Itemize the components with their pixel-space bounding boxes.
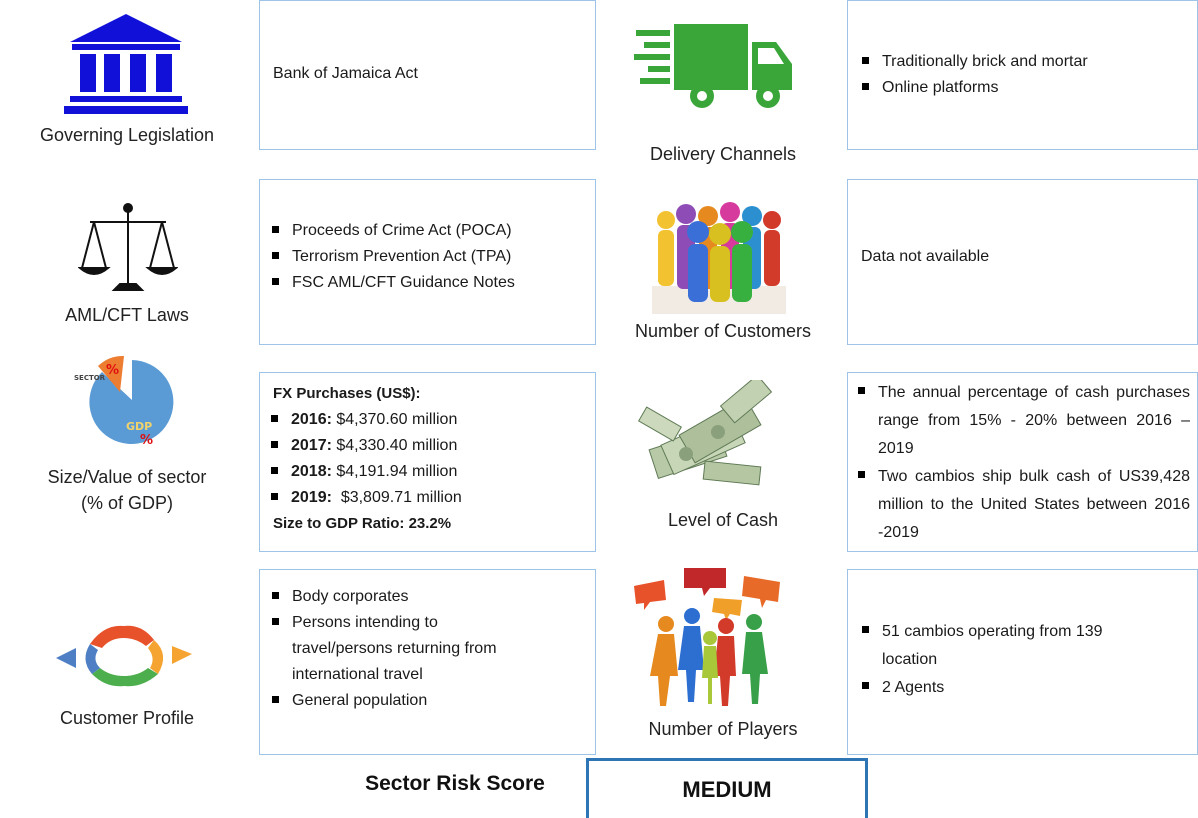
size-gdp-ratio: Size to GDP Ratio: 23.2% (273, 515, 452, 532)
customer-profile-box: Body corporates Persons intending to tra… (259, 569, 596, 755)
aml-cft-list: Proceeds of Crime Act (POCA) Terrorism P… (268, 218, 515, 296)
size-value-box: FX Purchases (US$): 2016: $4,370.60 mill… (259, 372, 596, 552)
list-item: Online platforms (858, 75, 1088, 101)
cash-money-icon (634, 374, 788, 492)
pie-gdp-pct: % (140, 433, 153, 448)
number-of-players-box: 51 cambios operating from 139 location 2… (847, 569, 1198, 755)
delivery-truck-icon (634, 20, 794, 110)
fx-row: 2019: $3,809.71 million (267, 485, 462, 511)
aml-cft-laws-label: AML/CFT Laws (65, 305, 189, 325)
sector-risk-score-value: MEDIUM (682, 777, 772, 802)
number-of-players-label: Number of Players (648, 719, 798, 739)
number-of-customers-text: Data not available (861, 248, 990, 265)
list-item: 2 Agents (858, 674, 1138, 702)
delivery-channels-label: Delivery Channels (649, 144, 797, 164)
sector-risk-score-box: MEDIUM (586, 758, 868, 818)
list-item: 51 cambios operating from 139 location (858, 618, 1138, 674)
customer-profile-list: Body corporates Persons intending to tra… (268, 584, 568, 714)
list-item: Proceeds of Crime Act (POCA) (268, 218, 515, 244)
list-item: FSC AML/CFT Guidance Notes (268, 270, 515, 296)
governing-legislation-box: Bank of Jamaica Act (259, 0, 596, 150)
size-value-label-line2: (% of GDP) (80, 493, 173, 513)
fx-row: 2018: $4,191.94 million (267, 459, 462, 485)
fx-row: 2016: $4,370.60 million (267, 407, 462, 433)
cycle-arrows-icon (50, 618, 198, 692)
size-value-label-line1: Size/Value of sector (47, 467, 207, 487)
number-of-players-list: 51 cambios operating from 139 location 2… (858, 618, 1138, 702)
level-of-cash-label: Level of Cash (667, 510, 779, 530)
level-of-cash-list: The annual percentage of cash purchases … (854, 379, 1190, 547)
size-value-label: Size/Value of sector (% of GDP) (0, 464, 254, 516)
list-item: Two cambios ship bulk cash of US39,428 m… (854, 463, 1190, 547)
list-item: Body corporates (268, 584, 568, 610)
list-item: Traditionally brick and mortar (858, 49, 1088, 75)
level-of-cash-box: The annual percentage of cash purchases … (847, 372, 1198, 552)
pie-chart-icon: SECTOR % GDP % (74, 352, 186, 456)
pie-sector-text: SECTOR (74, 374, 106, 382)
people-talking-icon (630, 566, 790, 708)
pie-sector-pct: % (106, 363, 119, 378)
list-item: Terrorism Prevention Act (TPA) (268, 244, 515, 270)
people-crowd-icon (652, 196, 786, 314)
aml-cft-box: Proceeds of Crime Act (POCA) Terrorism P… (259, 179, 596, 345)
number-of-customers-box: Data not available (847, 179, 1198, 345)
customer-profile-label: Customer Profile (59, 708, 195, 728)
governing-legislation-label: Governing Legislation (39, 125, 215, 145)
list-item: General population (268, 688, 568, 714)
delivery-channels-list: Traditionally brick and mortar Online pl… (858, 49, 1088, 101)
scales-of-justice-icon (77, 200, 179, 296)
list-item: Persons intending to travel/persons retu… (268, 610, 532, 688)
fx-purchases-heading: FX Purchases (US$): (273, 385, 421, 402)
bank-building-icon (64, 12, 188, 116)
fx-row: 2017: $4,330.40 million (267, 433, 462, 459)
governing-legislation-text: Bank of Jamaica Act (273, 65, 418, 82)
fx-purchases-list: 2016: $4,370.60 million 2017: $4,330.40 … (267, 407, 462, 511)
number-of-customers-label: Number of Customers (634, 321, 812, 341)
list-item: The annual percentage of cash purchases … (854, 379, 1190, 463)
delivery-channels-box: Traditionally brick and mortar Online pl… (847, 0, 1198, 150)
pie-gdp-text: GDP (126, 420, 152, 433)
sector-risk-score-label: Sector Risk Score (365, 772, 545, 795)
